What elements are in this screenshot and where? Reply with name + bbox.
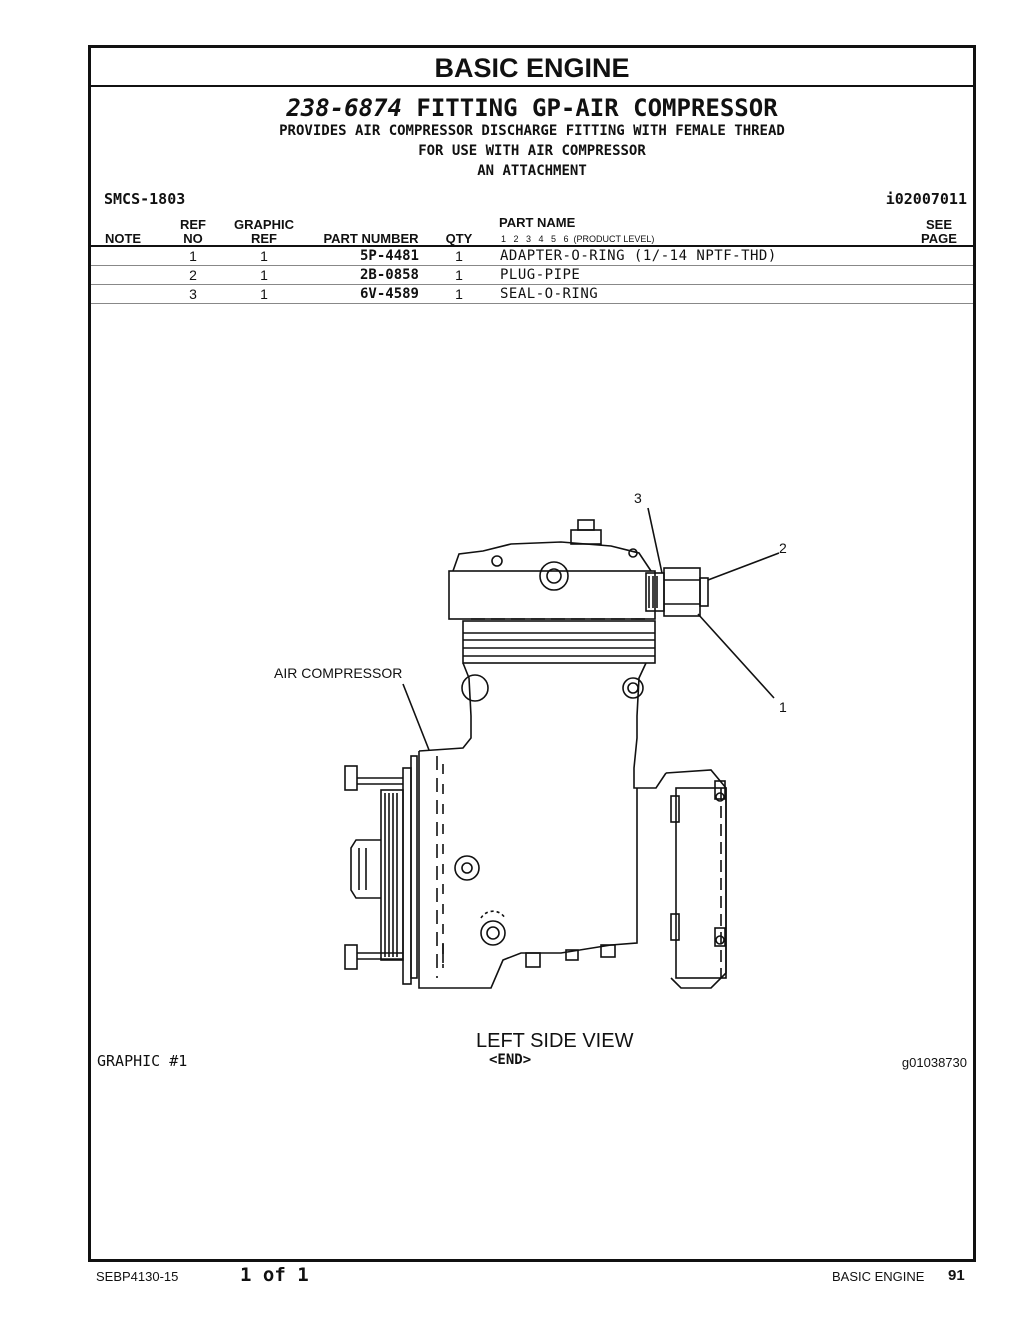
description-line-2: FOR USE WITH AIR COMPRESSOR xyxy=(418,143,646,159)
graphic-tag: GRAPHIC #1 xyxy=(97,1052,188,1070)
page-frame: BASIC ENGINE 238-6874 FITTING GP-AIR COM… xyxy=(88,45,976,1262)
part-number: 5P-4481 xyxy=(359,248,419,264)
end-marker: <END> xyxy=(489,1052,532,1068)
callout-3: 3 xyxy=(634,490,642,506)
air-compressor-drawing xyxy=(344,507,780,989)
graphic-ref: 1 xyxy=(260,267,268,283)
header-part-name: PART NAME xyxy=(499,215,576,230)
description-line-1: PROVIDES AIR COMPRESSOR DISCHARGE FITTIN… xyxy=(279,123,785,139)
header-rule xyxy=(91,245,973,247)
header-ref-line2: NO xyxy=(183,231,203,246)
callout-2: 2 xyxy=(779,540,787,556)
part-number: 6V-4589 xyxy=(359,286,419,302)
header-graphic-line2: REF xyxy=(251,231,277,246)
header-note: NOTE xyxy=(104,231,142,246)
header-graphic-ref: GRAPHIC REF xyxy=(229,218,299,246)
header-see-line2: PAGE xyxy=(921,231,957,246)
graphic-ref: 1 xyxy=(260,248,268,264)
compressor-cylinder xyxy=(418,620,667,789)
footer-page-of: 1 of 1 xyxy=(240,1264,309,1286)
ref-no: 2 xyxy=(189,267,197,283)
graphic-id: g01038730 xyxy=(901,1055,967,1070)
graphic-ref: 1 xyxy=(260,286,268,302)
header-ref-line1: REF xyxy=(180,217,206,232)
header-qty: QTY xyxy=(445,231,473,246)
qty: 1 xyxy=(455,286,463,302)
part-number: 2B-0858 xyxy=(359,267,419,283)
drive-gear xyxy=(344,765,412,985)
section-title: BASIC ENGINE xyxy=(91,48,973,87)
header-part-number: PART NUMBER xyxy=(323,231,419,246)
group-name: FITTING GP-AIR COMPRESSOR xyxy=(416,94,778,122)
part-name: PLUG-PIPE xyxy=(500,267,581,283)
crankcase xyxy=(410,751,638,989)
footer-section: BASIC ENGINE xyxy=(832,1269,925,1284)
document-ident: i02007011 xyxy=(885,190,967,208)
table-row: 2 1 2B-0858 1 PLUG-PIPE xyxy=(91,266,973,285)
table-row: 3 1 6V-4589 1 SEAL-O-RING xyxy=(91,285,973,304)
part-name: ADAPTER-O-RING (1/-14 NPTF-THD) xyxy=(500,248,777,264)
end-cover xyxy=(665,769,727,989)
description-line-3: AN ATTACHMENT xyxy=(477,163,587,179)
leader-lines xyxy=(402,507,780,751)
ref-no: 3 xyxy=(189,286,197,302)
part-name: SEAL-O-RING xyxy=(500,286,599,302)
smcs-code: SMCS-1803 xyxy=(104,190,186,208)
fitting-assembly xyxy=(645,567,709,617)
qty: 1 xyxy=(455,248,463,264)
footer-doc-number: SEBP4130-15 xyxy=(96,1269,179,1284)
ref-no: 1 xyxy=(189,248,197,264)
callout-1: 1 xyxy=(779,699,787,715)
group-number: 238-6874 xyxy=(286,94,402,122)
table-row: 1 1 5P-4481 1 ADAPTER-O-RING (1/-14 NPTF… xyxy=(91,247,973,266)
header-see-line1: SEE xyxy=(925,217,952,232)
header-ref: REF NO xyxy=(173,218,213,246)
view-label: LEFT SIDE VIEW xyxy=(476,1030,634,1052)
component-label: AIR COMPRESSOR xyxy=(274,665,403,681)
group-title: 238-6874 FITTING GP-AIR COMPRESSOR xyxy=(91,94,973,122)
qty: 1 xyxy=(455,267,463,283)
header-product-levels: 1 2 3 4 5 6 (PRODUCT LEVEL) xyxy=(501,234,655,244)
header-graphic-line1: GRAPHIC xyxy=(234,217,294,232)
compressor-head xyxy=(448,519,656,620)
footer-page-number: 91 xyxy=(948,1267,965,1284)
header-see-page: SEE PAGE xyxy=(911,218,967,246)
